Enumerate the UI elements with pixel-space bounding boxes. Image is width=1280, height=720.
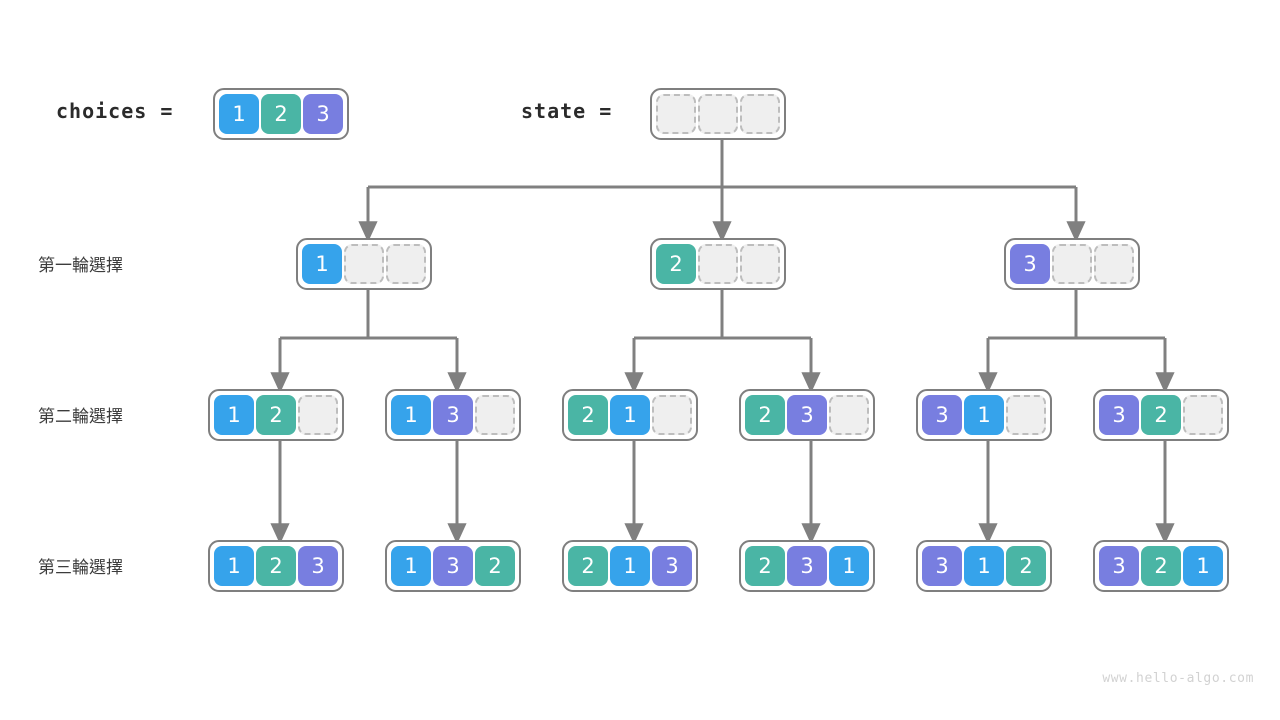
cell-n321-1: 2 — [1141, 546, 1181, 586]
cell-n121-1: 3 — [433, 546, 473, 586]
cell-n111-1: 2 — [256, 546, 296, 586]
cell-n21-0: 2 — [568, 395, 608, 435]
cell-n311-0: 3 — [922, 546, 962, 586]
choices-cell-2: 3 — [303, 94, 343, 134]
cell-n211-2: 3 — [652, 546, 692, 586]
cell-n321-2: 1 — [1183, 546, 1223, 586]
cell-n1-0: 1 — [302, 244, 342, 284]
watermark: www.hello-algo.com — [1102, 671, 1254, 686]
cell-n2-2-empty — [740, 244, 780, 284]
cell-n111-0: 1 — [214, 546, 254, 586]
choices-cell-0: 1 — [219, 94, 259, 134]
cell-n12-0: 1 — [391, 395, 431, 435]
cell-n11-1: 2 — [256, 395, 296, 435]
cell-n2-1-empty — [698, 244, 738, 284]
cell-n21-2-empty — [652, 395, 692, 435]
state-array — [650, 88, 786, 140]
cell-n211-1: 1 — [610, 546, 650, 586]
cell-n3-1-empty — [1052, 244, 1092, 284]
cell-n221-1: 3 — [787, 546, 827, 586]
cell-n321-0: 3 — [1099, 546, 1139, 586]
state-cell-2 — [740, 94, 780, 134]
cell-n22-2-empty — [829, 395, 869, 435]
state-cell-0 — [656, 94, 696, 134]
cell-n32-2-empty — [1183, 395, 1223, 435]
cell-n111-2: 3 — [298, 546, 338, 586]
cell-n31-1: 1 — [964, 395, 1004, 435]
cell-n21-1: 1 — [610, 395, 650, 435]
cell-n32-1: 2 — [1141, 395, 1181, 435]
row-caption-round1: 第一輪選擇 — [38, 256, 123, 276]
cell-n22-0: 2 — [745, 395, 785, 435]
cell-n31-2-empty — [1006, 395, 1046, 435]
cell-n22-1: 3 — [787, 395, 827, 435]
cell-n311-1: 1 — [964, 546, 1004, 586]
cell-n12-2-empty — [475, 395, 515, 435]
state-cell-1 — [698, 94, 738, 134]
cell-n1-2-empty — [386, 244, 426, 284]
cell-n31-0: 3 — [922, 395, 962, 435]
cell-n221-0: 2 — [745, 546, 785, 586]
row-caption-round2: 第二輪選擇 — [38, 407, 123, 427]
cell-n11-2-empty — [298, 395, 338, 435]
row-caption-round3: 第三輪選擇 — [38, 558, 123, 578]
cell-n211-0: 2 — [568, 546, 608, 586]
state-array-n2: 2 — [650, 238, 786, 290]
cell-n121-2: 2 — [475, 546, 515, 586]
cell-n3-2-empty — [1094, 244, 1134, 284]
state-array-n3: 3 — [1004, 238, 1140, 290]
choices-label: choices = — [56, 99, 174, 123]
cell-n11-0: 1 — [214, 395, 254, 435]
choices-array: 1 2 3 — [213, 88, 349, 140]
cell-n1-1-empty — [344, 244, 384, 284]
cell-n2-0: 2 — [656, 244, 696, 284]
cell-n311-2: 2 — [1006, 546, 1046, 586]
cell-n32-0: 3 — [1099, 395, 1139, 435]
cell-n12-1: 3 — [433, 395, 473, 435]
choices-cell-1: 2 — [261, 94, 301, 134]
cell-n221-2: 1 — [829, 546, 869, 586]
state-label: state = — [521, 99, 613, 123]
cell-n3-0: 3 — [1010, 244, 1050, 284]
cell-n121-0: 1 — [391, 546, 431, 586]
state-array-n1: 1 — [296, 238, 432, 290]
